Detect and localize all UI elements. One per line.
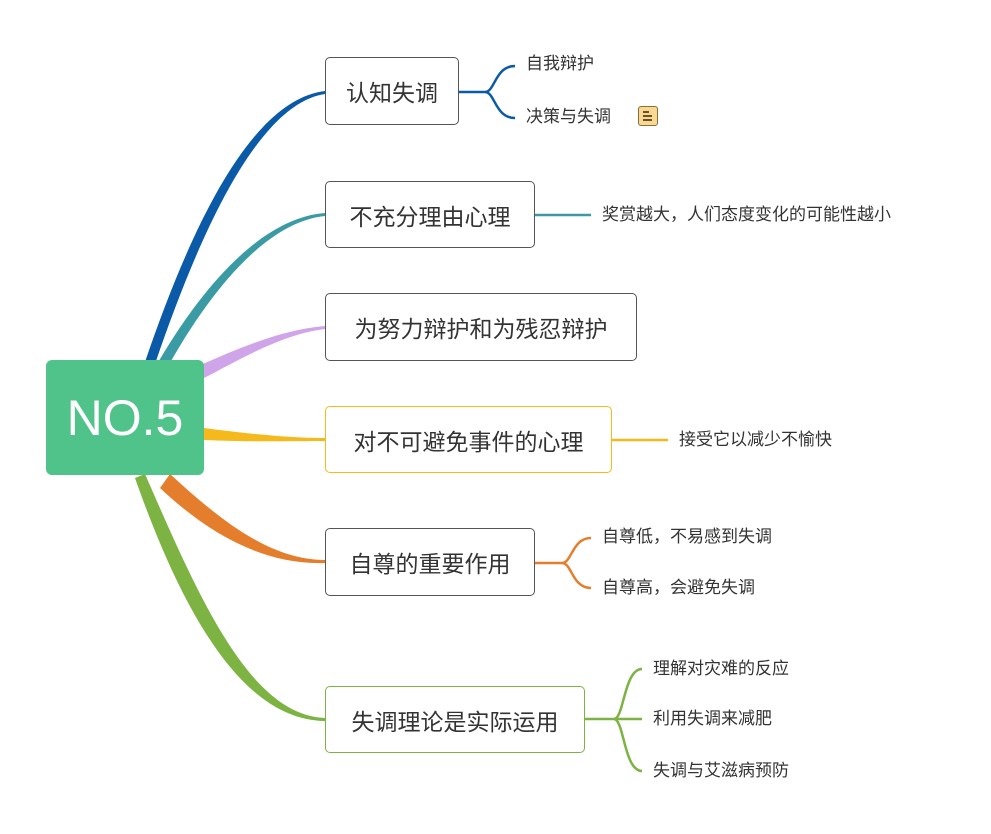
- subtopic-reward-attitude[interactable]: 奖赏越大，人们态度变化的可能性越小: [602, 205, 891, 225]
- subtopic-weight-loss[interactable]: 利用失调来减肥: [653, 709, 772, 729]
- subtopic-self-justification[interactable]: 自我辩护: [526, 54, 594, 74]
- note-icon[interactable]: [638, 106, 658, 126]
- branch-connector-3: [198, 326, 325, 378]
- subtopic-decision-dissonance[interactable]: 决策与失调: [526, 107, 611, 127]
- subtopic-low-self-esteem[interactable]: 自尊低，不易感到失调: [602, 527, 772, 547]
- branch-connector-4: [204, 428, 325, 442]
- topic-insufficient-justification[interactable]: 不充分理由心理: [325, 181, 535, 248]
- subtopic-aids-prevention[interactable]: 失调与艾滋病预防: [653, 761, 789, 781]
- central-topic[interactable]: NO.5: [46, 360, 204, 475]
- topic-inevitable-events[interactable]: 对不可避免事件的心理: [325, 406, 612, 473]
- sub-connectors-5: [535, 536, 592, 590]
- subtopic-high-self-esteem[interactable]: 自尊高，会避免失调: [602, 578, 755, 598]
- topic-self-esteem[interactable]: 自尊的重要作用: [325, 528, 535, 596]
- sub-connectors-6: [585, 667, 643, 773]
- topic-effort-cruelty-justification[interactable]: 为努力辩护和为残忍辩护: [325, 293, 637, 361]
- sub-connectors-1: [459, 64, 516, 120]
- branch-connector-2: [156, 213, 325, 370]
- subtopic-accept-inevitable[interactable]: 接受它以减少不愉快: [679, 430, 832, 450]
- branch-connector-5: [160, 474, 325, 564]
- subtopic-disaster-response[interactable]: 理解对灾难的反应: [653, 659, 789, 679]
- branch-connector-6: [135, 474, 325, 721]
- topic-practical-application[interactable]: 失调理论是实际运用: [325, 686, 585, 753]
- branch-connector-1: [145, 91, 325, 364]
- topic-cognitive-dissonance[interactable]: 认知失调: [325, 57, 459, 125]
